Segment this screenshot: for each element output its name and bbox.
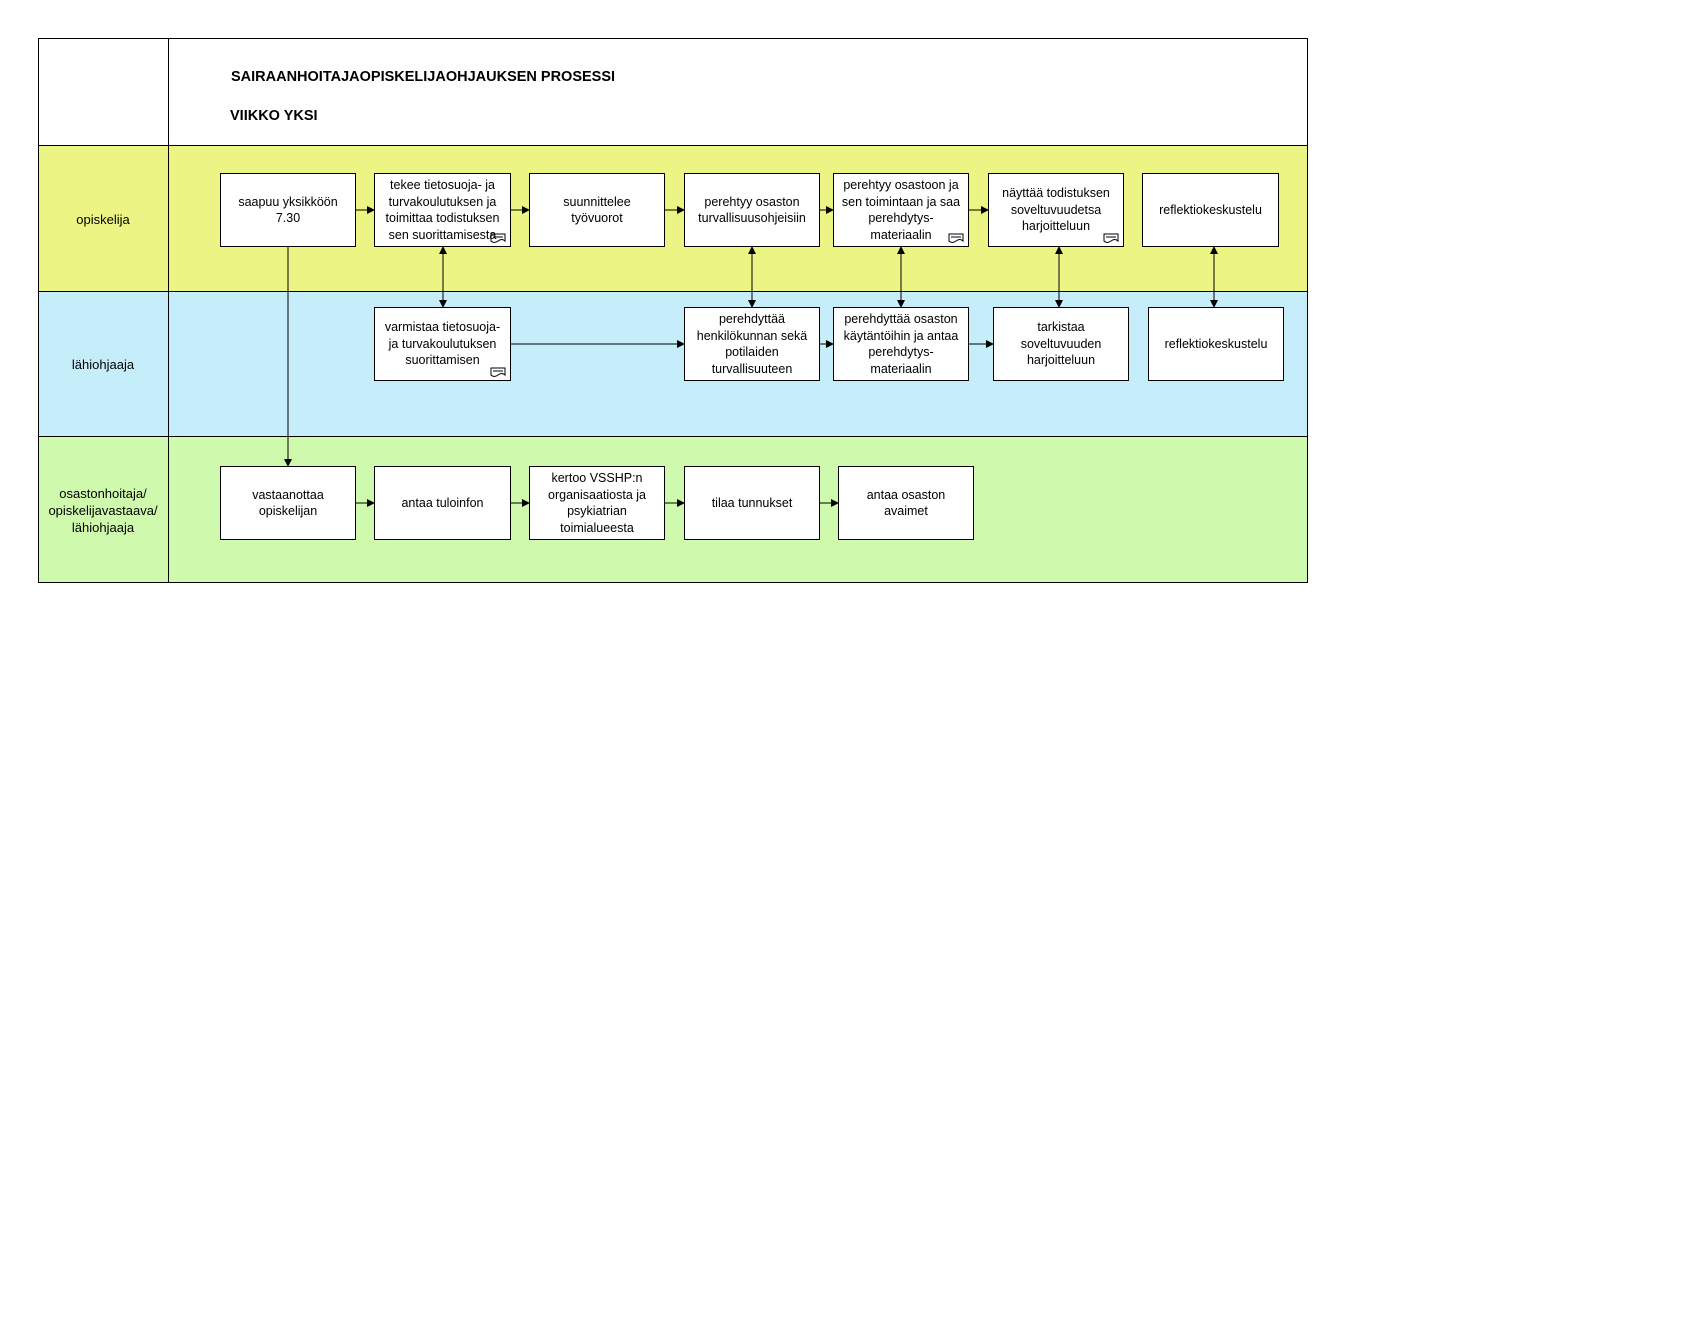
- process-box-text: tekee tietosuoja- ja turvakoulutuksen ja…: [385, 178, 500, 242]
- diagram-subtitle: VIIKKO YKSI: [230, 108, 318, 124]
- header-label-cell: [38, 38, 169, 146]
- process-box-text: perehdyttää henkilökunnan sekä potilaide…: [696, 312, 808, 376]
- process-box-text: tilaa tunnukset: [711, 495, 793, 510]
- process-box-reflektiokeskustelu-opiskelija: reflektiokeskustelu: [1142, 173, 1279, 247]
- lanes-border: [38, 145, 1308, 583]
- process-box-perehdyttaa-turvallisuuteen: perehdyttää henkilökunnan sekä potilaide…: [684, 307, 820, 381]
- process-box-text: varmistaa tietosuoja- ja turvakoulutukse…: [384, 320, 501, 368]
- process-box-suunnittelee-tyovuorot: suunnittelee työvuorot: [529, 173, 665, 247]
- process-box-tilaa-tunnukset: tilaa tunnukset: [684, 466, 820, 540]
- process-box-tekee-tietosuojakoulutuksen: tekee tietosuoja- ja turvakoulutuksen ja…: [374, 173, 511, 247]
- process-box-text: reflektiokeskustelu: [1164, 336, 1268, 351]
- document-icon: [490, 233, 506, 243]
- process-box-tarkistaa-soveltuvuuden: tarkistaa soveltuvuuden harjoitteluun: [993, 307, 1129, 381]
- process-box-perehdyttaa-kaytantoihin: perehdyttää osaston käytäntöihin ja anta…: [833, 307, 969, 381]
- process-box-text: antaa osaston avaimet: [866, 487, 946, 519]
- process-box-saapuu-yksikkoon: saapuu yksikköön 7.30: [220, 173, 356, 247]
- document-icon: [948, 233, 964, 243]
- lane-label-divider: [168, 145, 169, 583]
- process-box-text: näyttää todistuksen soveltuvuudetsa harj…: [1002, 186, 1110, 234]
- process-box-perehtyy-turvallisuusohjeisiin: perehtyy osaston turvallisuusohjeisiin: [684, 173, 820, 247]
- process-box-text: reflektiokeskustelu: [1159, 202, 1262, 217]
- process-box-text: perehtyy osastoon ja sen toimintaan ja s…: [841, 178, 961, 242]
- process-box-text: saapuu yksikköön 7.30: [238, 194, 338, 226]
- document-icon: [1103, 233, 1119, 243]
- process-box-text: antaa tuloinfon: [401, 495, 484, 510]
- lane-label-lahiohjaaja: lähiohjaaja: [71, 357, 135, 372]
- process-box-text: suunnittelee työvuorot: [563, 194, 631, 226]
- process-box-text: perehdyttää osaston käytäntöihin ja anta…: [843, 312, 959, 376]
- process-box-text: perehtyy osaston turvallisuusohjeisiin: [698, 194, 806, 226]
- process-box-varmistaa-suorittamisen: varmistaa tietosuoja- ja turvakoulutukse…: [374, 307, 511, 381]
- process-box-antaa-avaimet: antaa osaston avaimet: [838, 466, 974, 540]
- diagram-title: SAIRAANHOITAJAOPISKELIJAOHJAUKSEN PROSES…: [231, 69, 616, 85]
- document-icon: [490, 367, 506, 377]
- process-box-text: kertoo VSSHP:n organisaatiosta ja psykia…: [548, 471, 646, 535]
- process-box-perehtyy-osastoon: perehtyy osastoon ja sen toimintaan ja s…: [833, 173, 969, 247]
- process-box-kertoo-organisaatiosta: kertoo VSSHP:n organisaatiosta ja psykia…: [529, 466, 665, 540]
- header-title-cell: [168, 38, 1308, 146]
- process-box-text: tarkistaa soveltuvuuden harjoitteluun: [1020, 320, 1102, 368]
- lane-label-osastonhoitaja: osastonhoitaja/ opiskelijavastaava/ lähi…: [48, 485, 158, 535]
- process-box-antaa-tuloinfon: antaa tuloinfon: [374, 466, 511, 540]
- process-box-vastaanottaa-opiskelijan: vastaanottaa opiskelijan: [220, 466, 356, 540]
- process-box-nayttaa-todistuksen: näyttää todistuksen soveltuvuudetsa harj…: [988, 173, 1124, 247]
- process-box-text: vastaanottaa opiskelijan: [252, 487, 324, 519]
- lane-label-opiskelija: opiskelija: [76, 211, 130, 227]
- process-box-reflektiokeskustelu-lahiohjaaja: reflektiokeskustelu: [1148, 307, 1284, 381]
